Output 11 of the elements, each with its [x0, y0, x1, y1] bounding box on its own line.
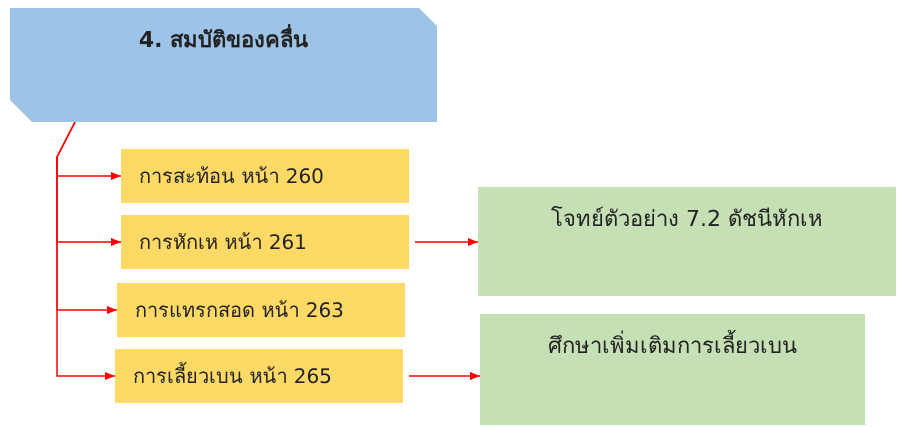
note-box: โจทย์ตัวอย่าง 7.2 ดัชนีหักเห — [478, 187, 896, 296]
arrow — [415, 238, 478, 246]
heading-banner — [10, 8, 437, 122]
topic-box: การเลี้ยวเบน หน้า 265 — [115, 349, 403, 403]
note-box: ศึกษาเพิ่มเติมการเลี้ยวเบน — [480, 314, 865, 425]
arrow — [56, 122, 115, 380]
arrow — [409, 372, 480, 380]
topic-box: การหักเห หน้า 261 — [121, 215, 409, 269]
topic-box: การแทรกสอด หน้า 263 — [117, 283, 405, 337]
heading-text: 4. สมบัติของคลื่น — [10, 22, 437, 57]
topic-box: การสะท้อน หน้า 260 — [121, 149, 409, 203]
